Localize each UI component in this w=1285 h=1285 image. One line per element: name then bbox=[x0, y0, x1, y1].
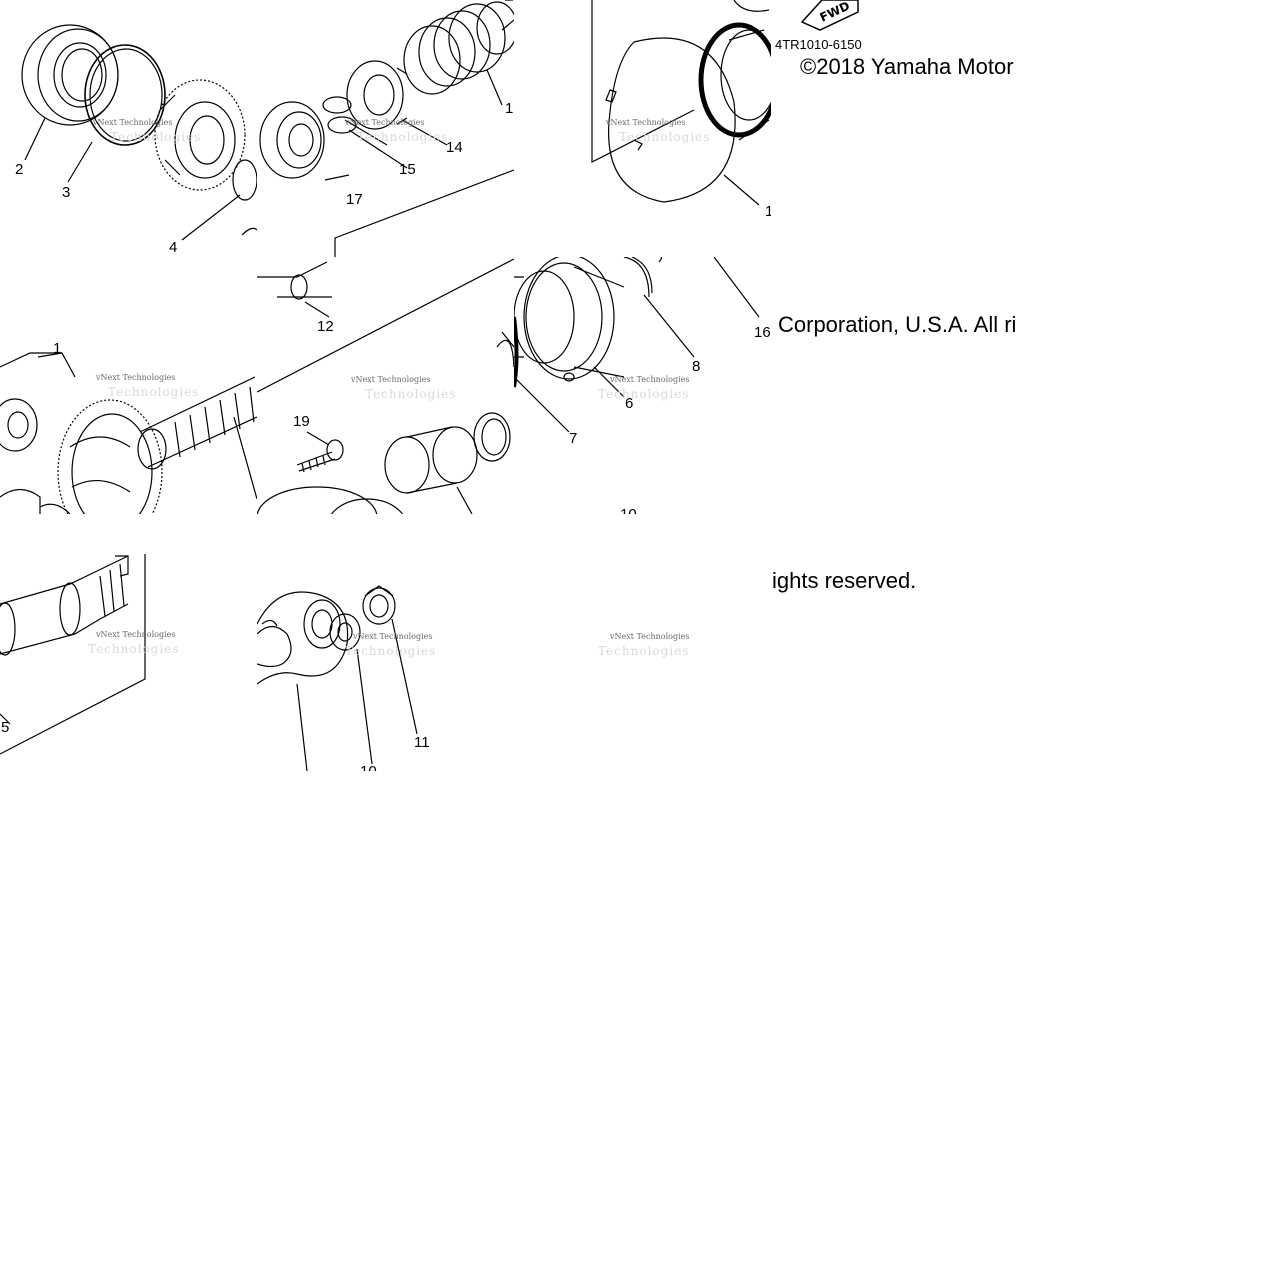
watermark-ghost: Technologies bbox=[365, 387, 457, 401]
copyright-line-3: ights reserved. bbox=[772, 568, 917, 593]
callout-19: 19 bbox=[293, 413, 310, 430]
watermark: vNext Technologies bbox=[610, 632, 690, 641]
copyright-line-2: Corporation, U.S.A. All ri bbox=[778, 312, 1017, 337]
diagram-tile-housing: 8 6 7 16 10 vNext Technologies Technolog… bbox=[514, 257, 771, 514]
spring-washer-drawing bbox=[259, 0, 514, 257]
diagram-tile-bolt-sleeve: 12 19 18 vNext Technologies Technologies bbox=[257, 257, 514, 514]
watermark: vNext Technologies bbox=[610, 375, 690, 384]
callout-3: 3 bbox=[62, 184, 71, 201]
diagram-tile-yoke-nut: 11 10 vNext Technologies Technologies bbox=[257, 514, 514, 771]
callout-12: 12 bbox=[317, 318, 334, 335]
watermark-ghost: Technologies bbox=[110, 130, 202, 144]
watermark: vNext Technologies bbox=[96, 373, 176, 382]
callout-4: 4 bbox=[169, 239, 178, 256]
callout-16: 16 bbox=[754, 324, 771, 341]
callout-17: 17 bbox=[346, 191, 363, 208]
callout-1: 1 bbox=[765, 203, 771, 220]
watermark: vNext Technologies bbox=[345, 118, 425, 127]
fwd-arrow-icon: FWD bbox=[800, 0, 859, 31]
housing-snapring-drawing bbox=[514, 257, 760, 433]
shaft-ring-gear-drawing bbox=[0, 352, 257, 514]
part-code: 4TR1010-6150 bbox=[775, 37, 862, 52]
watermark-ghost: Technologies bbox=[598, 644, 690, 658]
callout-2: 2 bbox=[15, 161, 24, 178]
diagram-tile-shaft-gear: 1 3 vNext Technologies Technologies bbox=[0, 257, 257, 514]
watermark-ghost: Technologies bbox=[88, 642, 180, 656]
callout-1: 1 bbox=[505, 100, 514, 117]
splined-shaft-drawing bbox=[0, 554, 146, 755]
callout-10: 10 bbox=[620, 507, 637, 514]
callout-18: 18 bbox=[513, 460, 514, 475]
diagram-tile-empty: vNext Technologies Technologies bbox=[514, 514, 771, 771]
watermark: vNext Technologies bbox=[351, 375, 431, 384]
watermark-ghost: Technologies bbox=[108, 385, 200, 399]
diagram-tile-splined-shaft: 5 vNext Technologies Technologies bbox=[0, 514, 257, 771]
callout-8: 8 bbox=[692, 358, 701, 375]
diagram-tile-thrust-plate: 1 vNext Technologies Technologies bbox=[514, 0, 771, 257]
watermark-ghost: Technologies bbox=[598, 387, 690, 401]
watermark-ghost: Technologies bbox=[619, 130, 711, 144]
callout-7: 7 bbox=[569, 430, 578, 447]
callout-1: 1 bbox=[53, 340, 62, 357]
callout-14: 14 bbox=[446, 139, 463, 156]
callout-6: 6 bbox=[625, 395, 634, 412]
watermark-ghost: Technologies bbox=[345, 644, 437, 658]
bolt-sleeve-drawing bbox=[257, 258, 514, 514]
callout-5: 5 bbox=[1, 719, 10, 736]
watermark: vNext Technologies bbox=[96, 630, 176, 639]
callout-10: 10 bbox=[360, 764, 377, 771]
callout-15: 15 bbox=[399, 161, 416, 178]
diagram-tile-bearing-gear: 2 3 4 vNext Technologies Technologies bbox=[0, 0, 257, 257]
watermark: vNext Technologies bbox=[606, 118, 686, 127]
watermark: vNext Technologies bbox=[353, 632, 433, 641]
copyright-line-1: ©2018 Yamaha Motor bbox=[800, 54, 1014, 79]
bearing-ring-gear-drawing bbox=[21, 24, 257, 241]
callout-11: 11 bbox=[414, 734, 430, 751]
watermark: vNext Technologies bbox=[93, 118, 173, 127]
thrust-plate-oring-drawing bbox=[591, 0, 771, 206]
diagram-tile-spring-washer: 14 15 17 1 vNext Technologies Technologi… bbox=[257, 0, 514, 257]
yoke-washer-nut-drawing bbox=[257, 585, 418, 771]
watermark-ghost: Technologies bbox=[357, 130, 449, 144]
